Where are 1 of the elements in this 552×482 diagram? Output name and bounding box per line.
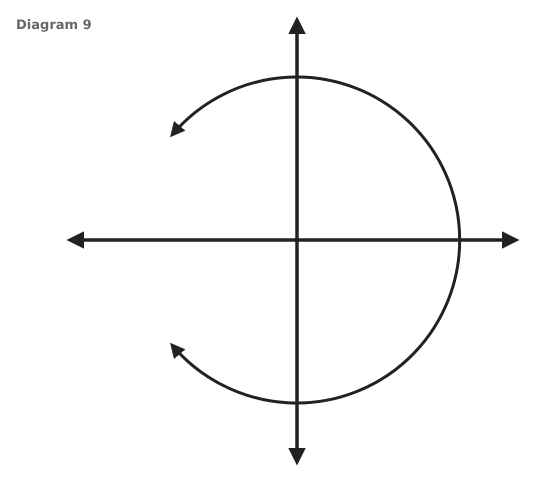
diagram-title: Diagram 9 (16, 18, 92, 33)
